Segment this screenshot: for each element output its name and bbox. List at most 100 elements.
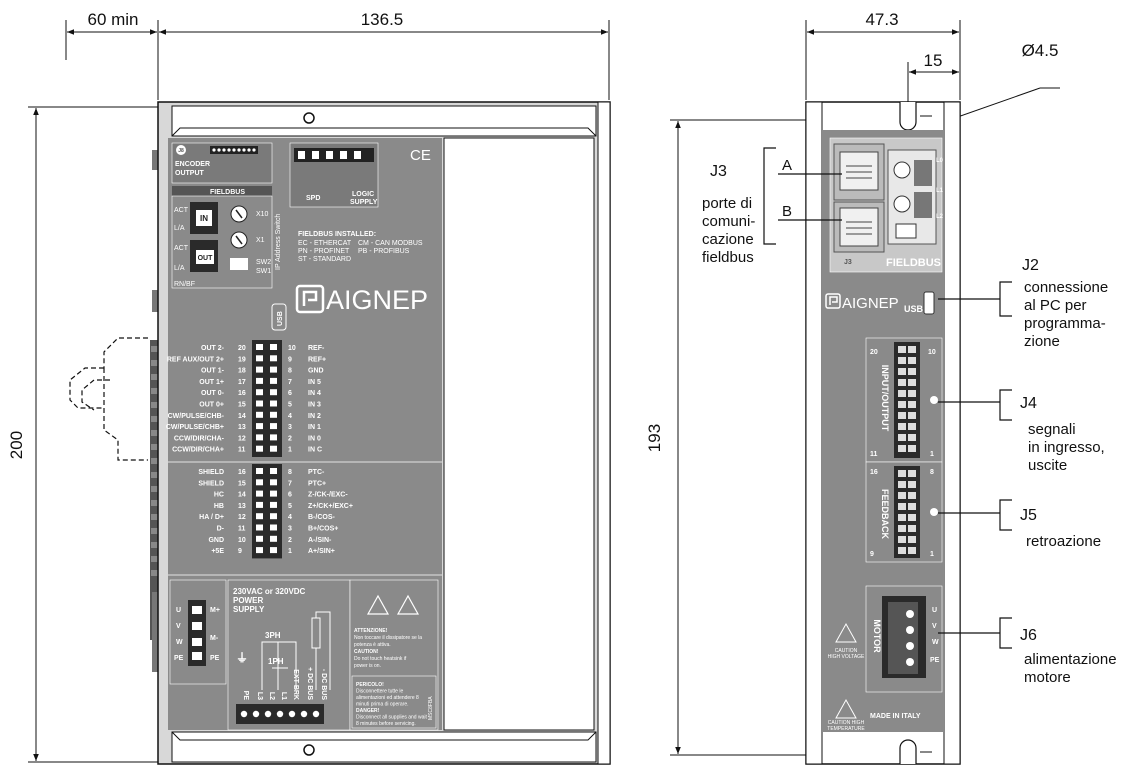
io-left-pin: 14: [238, 413, 246, 420]
io-left-label: OUT 0+: [199, 402, 224, 409]
warning1-line: potenza è attiva.: [354, 642, 391, 648]
side-io-pin: [898, 379, 906, 386]
side-p11: 11: [870, 451, 878, 458]
io-left-label: REF AUX/OUT 2+: [167, 356, 224, 363]
io-left-label: CCW/DIR/CHA-: [174, 435, 225, 442]
io-contact: [256, 344, 263, 350]
fb-contact: [256, 490, 263, 497]
io-left-pin: 13: [238, 424, 246, 431]
io-right-label: IN 2: [308, 413, 321, 420]
svg-text:AIGNEP: AIGNEP: [842, 295, 899, 312]
rnbf-label: RN/BF: [174, 281, 195, 288]
side-fb-pin: [898, 503, 906, 510]
power-terminal-label: EXT BRK: [292, 669, 299, 700]
side-fb-pin: [898, 470, 906, 477]
fb-left-label: D-: [217, 526, 225, 533]
fb-right-pin: 3: [288, 526, 292, 533]
heatsink-slot-inner: [547, 231, 565, 257]
ce-mark: CE: [410, 147, 431, 164]
warning2-line: alimentazioni ed attendere 8: [356, 695, 419, 701]
side-l2: L2: [936, 214, 944, 220]
fb-contact: [256, 479, 263, 486]
heatsink-slot-inner: [507, 315, 525, 341]
io-contact: [270, 400, 277, 407]
warning2-line: minuti prima di operare.: [356, 702, 409, 708]
io-right-label: GND: [308, 368, 324, 375]
fb-item-st: ST - STANDARD: [298, 256, 351, 263]
io-left-label: OUT 1-: [201, 368, 225, 375]
dim-side-height: 193: [645, 424, 664, 452]
fb-contact: [270, 479, 277, 486]
warning1-line: Non toccare il dissipatore se la: [354, 635, 422, 641]
side-fb-pin: [898, 536, 906, 543]
heatsink-slot-inner: [507, 441, 525, 467]
io-contact: [270, 377, 277, 384]
x10-label: X10: [256, 211, 269, 218]
io-right-pin: 6: [288, 390, 292, 397]
heatsink-slot-inner: [547, 147, 565, 173]
side-mw: W: [932, 639, 939, 646]
side-io-pin: [898, 445, 906, 452]
fb-item-ec: EC - ETHERCAT: [298, 240, 352, 247]
callout-j4-l1: segnali: [1028, 421, 1076, 438]
callout-j3-l2: comuni-: [702, 213, 755, 230]
io-left-label: CW/PULSE/CHB+: [166, 424, 224, 431]
io-contact: [270, 423, 277, 430]
io-contact: [256, 445, 263, 452]
callout-j2-l1: connessione: [1024, 279, 1108, 296]
fb-left-pin: 15: [238, 480, 246, 487]
heatsink-slot-inner: [507, 483, 525, 509]
la-label-2: L/A: [174, 265, 185, 272]
heatsink-slot-inner: [467, 399, 485, 425]
callout-j2-id: J2: [1022, 257, 1039, 274]
callout-j3-l4: fieldbus: [702, 249, 754, 266]
io-right-label: IN 3: [308, 402, 321, 409]
side-fb-pin: [908, 481, 916, 488]
dim-side-width: 47.3: [865, 10, 898, 29]
fb-right-pin: 5: [288, 503, 292, 510]
heatsink-slot-inner: [467, 483, 485, 509]
io-right-pin: 4: [288, 413, 292, 420]
heatsink-slot-inner: [467, 189, 485, 215]
side-io-title: INPUT/OUTPUT: [880, 365, 890, 432]
heatsink-slot-inner: [507, 651, 525, 677]
fb-contact: [270, 501, 277, 508]
act-label-2: ACT: [174, 245, 189, 252]
io-left-label: OUT 2-: [201, 345, 225, 352]
callout-j4-l2: in ingresso,: [1028, 439, 1105, 456]
io-contact: [270, 434, 277, 441]
callout-j2-l4: zione: [1024, 333, 1060, 350]
side-fb-pin: [908, 470, 916, 477]
encoder-label: ENCODER: [175, 161, 210, 168]
heatsink-slot-inner: [507, 273, 525, 299]
side-io-pin: [898, 346, 906, 353]
fb-left-pin: 9: [238, 548, 242, 555]
fb-left-pin: 12: [238, 514, 246, 521]
io-right-label: REF-: [308, 345, 325, 352]
io-left-pin: 18: [238, 368, 246, 375]
fb-installed-title: FIELDBUS INSTALLED:: [298, 231, 376, 238]
dim-front-width: 136.5: [361, 10, 404, 29]
heatsink-slot-inner: [467, 609, 485, 635]
power-title: 230VAC or 320VDC: [233, 587, 306, 596]
heatsink-slot-inner: [467, 693, 485, 719]
sw2-label: SW2: [256, 259, 271, 266]
side-fb-pin: [898, 514, 906, 521]
side-l1: L1: [936, 188, 944, 194]
x1-label: X1: [256, 237, 265, 244]
io-left-pin: 19: [238, 356, 246, 363]
heatsink-slot-inner: [467, 147, 485, 173]
side-io-pin: [908, 445, 916, 452]
brand-logo-front: AIGNEP: [295, 284, 428, 315]
heatsink-slot-inner: [547, 693, 565, 719]
warning2-line: 8 minutes before servicing.: [356, 721, 416, 727]
io-contact: [256, 411, 263, 418]
side-io-pin: [908, 401, 916, 408]
io-right-pin: 3: [288, 424, 292, 431]
fb-left-label: +5E: [211, 548, 224, 555]
side-io-pin: [908, 390, 916, 397]
mp-v: V: [176, 623, 181, 630]
fb-contact: [270, 524, 277, 531]
fb-item-pn: PN - PROFINET: [298, 248, 350, 255]
fb-right-pin: 2: [288, 537, 292, 544]
